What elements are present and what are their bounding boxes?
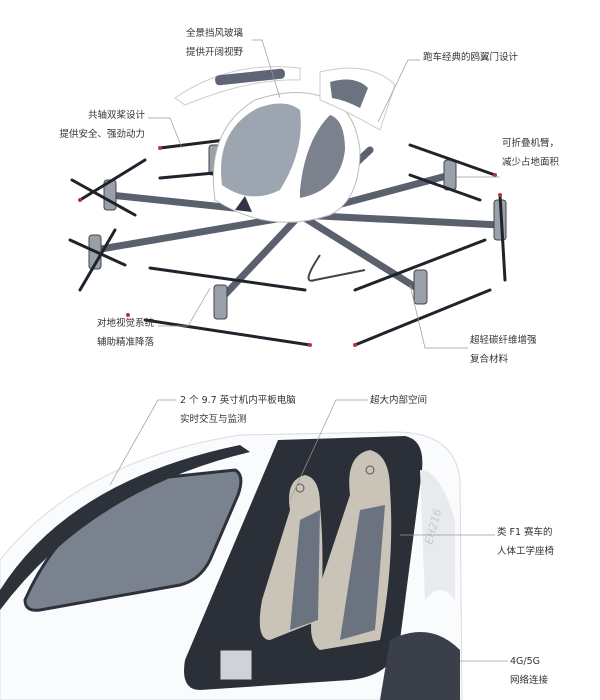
- annotation-ergonomic-seat: 类 F1 赛车的 人体工学座椅: [497, 523, 554, 561]
- propeller-tips: [78, 146, 502, 347]
- annotation-line: 超大内部空间: [370, 395, 428, 406]
- bottom-leader-lines: [109, 399, 508, 662]
- annotation-folding-arm: 可折叠机臂， 减少占地面积: [502, 134, 559, 172]
- annotation-interior-space: 超大内部空间: [370, 391, 427, 410]
- annotation-line: 可折叠机臂，: [502, 138, 560, 149]
- annotation-line: 辅助精准降落: [97, 337, 155, 348]
- annotation-line: 共轴双桨设计: [87, 110, 145, 121]
- annotation-gullwing-door: 跑车经典的鸥翼门设计: [423, 48, 518, 67]
- annotation-line: 减少占地面积: [502, 157, 560, 168]
- annotation-tablets: 2 个 9.7 英寸机内平板电脑 实时交互与监测: [180, 391, 296, 429]
- annotation-line: 提供安全、强劲动力: [59, 129, 145, 140]
- annotation-line: 类 F1 赛车的: [497, 527, 553, 538]
- annotation-network: 4G/5G 网络连接: [510, 652, 548, 690]
- cockpit-closeup-image: EH216: [0, 431, 463, 700]
- annotation-line: 对地视觉系统: [97, 318, 155, 329]
- annotation-line: 4G/5G: [510, 656, 541, 667]
- annotation-line: 跑车经典的鸥翼门设计: [423, 52, 519, 63]
- annotation-windshield: 全景挡风玻璃 提供开阔视野: [186, 24, 243, 62]
- top-leader-lines: [148, 39, 500, 349]
- annotation-line: 全景挡风玻璃: [186, 28, 244, 39]
- annotation-coaxial-propellers: 共轴双桨设计 提供安全、强劲动力: [59, 106, 145, 144]
- annotation-line: 网络连接: [510, 675, 549, 686]
- annotation-carbon-fiber: 超轻碳纤维增强 复合材料: [470, 331, 537, 369]
- annotation-line: 2 个 9.7 英寸机内平板电脑: [180, 395, 296, 406]
- annotation-vision-system: 对地视觉系统 辅助精准降落: [97, 314, 154, 352]
- logo-mark: [235, 196, 252, 212]
- annotation-line: 超轻碳纤维增强: [470, 335, 537, 346]
- landing-skid: [307, 254, 366, 282]
- annotation-line: 提供开阔视野: [186, 47, 244, 58]
- drone-image: [68, 66, 507, 347]
- tablet-screen: [219, 649, 253, 681]
- annotation-line: 人体工学座椅: [497, 546, 555, 557]
- annotation-line: 复合材料: [470, 354, 509, 365]
- drone-propellers: [68, 138, 507, 347]
- annotation-line: 实时交互与监测: [180, 414, 247, 425]
- windshield: [221, 103, 301, 197]
